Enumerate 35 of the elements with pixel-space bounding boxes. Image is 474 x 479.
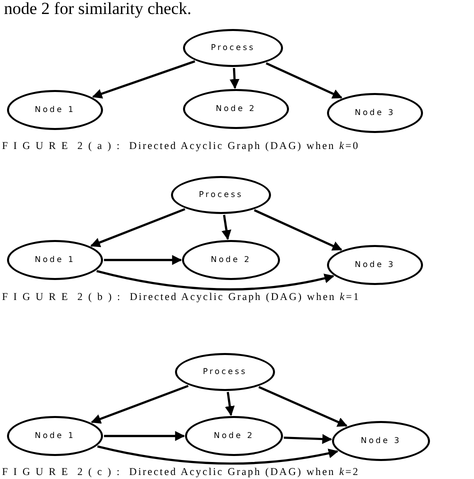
arrow [222,214,232,240]
ellipse-node [7,90,103,130]
arrow [92,60,196,98]
node-label: Node 2 [210,254,252,266]
node-label: Node 3 [354,107,396,119]
arrow [90,384,189,424]
arrow [97,445,338,465]
arrow [104,431,185,441]
node-label: Node 3 [360,435,402,447]
node-label: Node 2 [214,430,254,442]
node-label: Node 1 [34,104,76,116]
arrow [284,434,332,444]
arrow [258,386,348,427]
ellipse-node [7,416,103,456]
ellipse-node [327,245,423,285]
figure-caption: F I G U R E 2 ( c ) : Directed Acyclic Graph (DAG) when k=2 [2,466,360,479]
node-label: Node 1 [34,254,76,266]
body-text: node 2 for similarity check. [4,0,192,20]
arrow [96,270,334,290]
figure-caption: F I G U R E 2 ( b ) : Directed Acyclic Graph (DAG) when k=1 [2,291,360,305]
ellipse-node [332,421,430,461]
node-label: Node 2 [216,103,256,115]
arrow [254,209,342,251]
node-label: Process [202,366,248,378]
arrow [230,68,240,89]
node-label: Process [198,189,244,201]
node-label: Node 1 [34,430,76,442]
node-label: Node 3 [354,259,396,271]
ellipse-node [7,240,103,280]
arrow [90,208,186,248]
arrow [224,392,235,416]
arrow [104,255,182,265]
node-label: Process [210,42,256,54]
arrow [266,62,342,99]
figure-caption: F I G U R E 2 ( a ) : Directed Acyclic Graph (DAG) when k=0 [2,140,360,154]
